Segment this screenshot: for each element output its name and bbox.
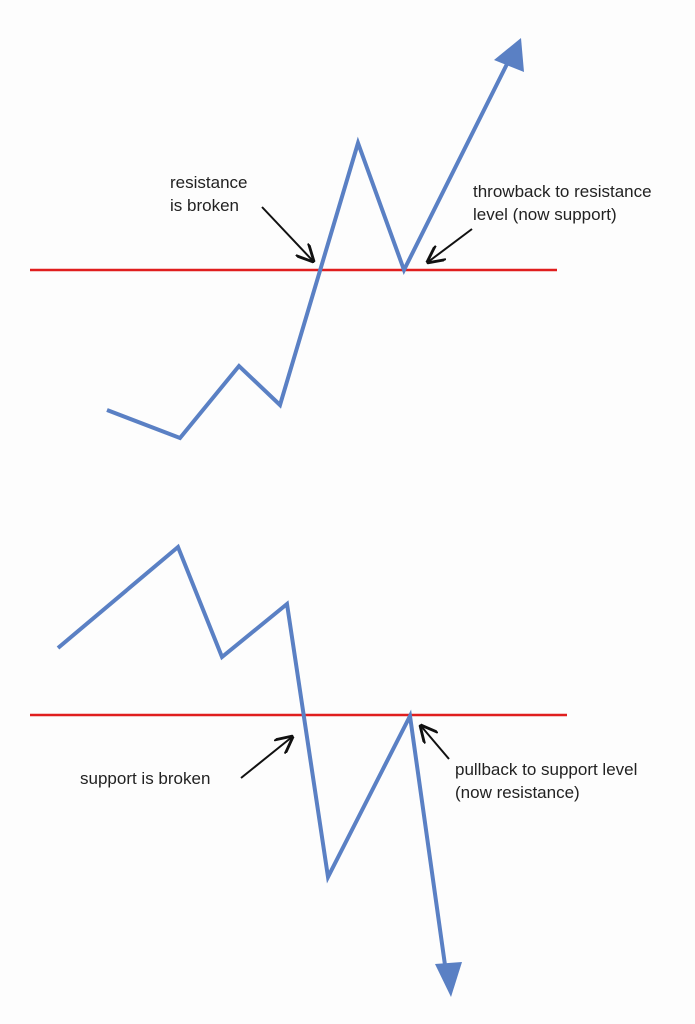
pullback-label-2: (now resistance) bbox=[455, 783, 580, 802]
support-broken-label: support is broken bbox=[80, 769, 210, 788]
throwback-label-2: level (now support) bbox=[473, 205, 617, 224]
resistance-broken-label-1: resistance bbox=[170, 173, 247, 192]
price-line-up bbox=[106, 61, 510, 441]
throwback-arrow-icon bbox=[428, 228, 473, 262]
pullback-label-1: pullback to support level bbox=[455, 760, 637, 779]
resistance-broken-label-2: is broken bbox=[170, 196, 239, 215]
pullback-arrow-icon bbox=[421, 726, 450, 760]
down-arrowhead-icon bbox=[435, 962, 462, 997]
price-line-down bbox=[56, 543, 447, 966]
support-broken-arrow-icon bbox=[240, 737, 292, 779]
resistance-broken-arrow-icon bbox=[261, 206, 313, 261]
top-panel: resistance is broken throwback to resist… bbox=[30, 38, 652, 441]
up-arrowhead-icon bbox=[494, 38, 524, 72]
bottom-panel: support is broken pullback to support le… bbox=[30, 543, 637, 997]
throwback-label-1: throwback to resistance bbox=[473, 182, 652, 201]
